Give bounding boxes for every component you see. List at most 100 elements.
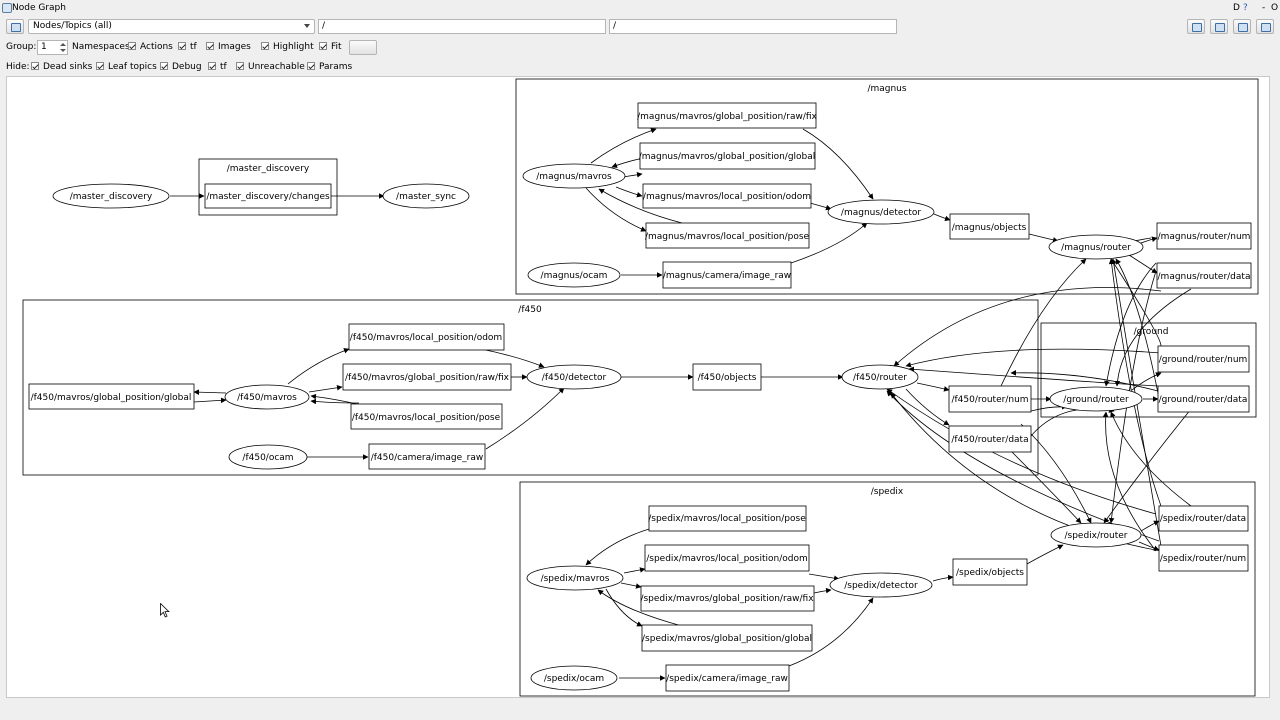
topic-magnus-global[interactable] <box>639 142 816 170</box>
topic-magnus-raw-fix[interactable] <box>637 102 817 129</box>
node-label: /spedix/router <box>1064 531 1127 541</box>
node-ground-router[interactable] <box>1049 386 1143 412</box>
edge <box>1020 423 1092 524</box>
node-spedix-router[interactable] <box>1050 522 1142 548</box>
window-title: Node Graph <box>12 3 66 13</box>
node-spedix-mavros[interactable] <box>526 565 624 591</box>
actions-checkbox[interactable]: Actions <box>128 42 173 52</box>
params-checkbox[interactable]: Params <box>307 62 352 72</box>
fit-in-view-button[interactable] <box>349 40 377 55</box>
topic-filter-input[interactable]: / <box>609 19 897 34</box>
node-spedix-ocam[interactable] <box>530 665 618 691</box>
edge <box>808 573 840 581</box>
edge <box>1104 262 1157 387</box>
cluster-label-spedix: /spedix <box>871 487 904 497</box>
topic-magnus-odom[interactable] <box>642 183 812 209</box>
tf-label: tf <box>190 42 197 52</box>
topic-label: /magnus/objects <box>952 223 1027 233</box>
topic-f450-router-data[interactable] <box>948 425 1032 453</box>
node-magnus-ocam[interactable] <box>527 262 621 288</box>
topic-f450-image-raw[interactable] <box>368 443 486 470</box>
topic-f450-router-num[interactable] <box>948 385 1032 413</box>
topic-ground-router-data[interactable] <box>1157 385 1250 413</box>
topic-master-discovery-changes[interactable] <box>204 183 332 209</box>
save-image-button[interactable] <box>1256 19 1274 34</box>
group-spinbox[interactable]: 1 <box>37 40 68 55</box>
edge <box>1010 450 1082 524</box>
load-dot-button[interactable] <box>1187 19 1205 34</box>
topic-f450-pose[interactable] <box>350 403 503 430</box>
topic-spedix-raw-fix[interactable] <box>640 585 815 612</box>
topic-label: /magnus/mavros/local_position/pose <box>645 232 810 242</box>
node-label: /master_discovery <box>70 192 153 202</box>
hide-tf-checkbox[interactable]: tf <box>208 62 227 72</box>
spin-up-icon[interactable] <box>60 43 66 46</box>
topic-magnus-pose[interactable] <box>645 222 810 249</box>
topic-spedix-odom[interactable] <box>644 544 810 572</box>
node-spedix-detector[interactable] <box>829 572 933 598</box>
edge <box>1030 403 1068 412</box>
node-f450-mavros[interactable] <box>224 384 310 410</box>
node-magnus-router[interactable] <box>1048 234 1144 260</box>
node-f450-ocam[interactable] <box>228 444 308 470</box>
save-dot-button[interactable] <box>1210 19 1228 34</box>
edge <box>1000 258 1087 387</box>
edge <box>809 202 832 211</box>
unreachable-checkbox[interactable]: Unreachable <box>236 62 305 72</box>
spin-down-icon[interactable] <box>60 49 66 52</box>
topic-f450-odom[interactable] <box>348 323 505 351</box>
graph-canvas[interactable]: /master_discovery /magnus /f450 /ground … <box>6 76 1270 698</box>
topic-label: /magnus/router/num <box>1158 232 1251 242</box>
topic-spedix-router-data[interactable] <box>1158 505 1249 532</box>
topic-spedix-objects[interactable] <box>952 558 1028 586</box>
edge <box>1115 258 1162 410</box>
leaf-topics-checkbox[interactable]: Leaf topics <box>96 62 157 72</box>
topic-label: /f450/mavros/global_position/raw/fix <box>345 373 510 383</box>
topic-label: /magnus/camera/image_raw <box>663 271 791 281</box>
node-filter-input[interactable]: / <box>318 19 606 34</box>
graph-mode-select[interactable]: Nodes/Topics (all) <box>28 19 315 34</box>
topic-ground-router-num[interactable] <box>1157 345 1250 373</box>
debug-checkbox[interactable]: Debug <box>160 62 202 72</box>
edge <box>1110 258 1162 347</box>
unreachable-label: Unreachable <box>248 62 305 72</box>
images-checkbox[interactable]: Images <box>206 42 251 52</box>
dead-sinks-checkbox[interactable]: Dead sinks <box>31 62 92 72</box>
node-master-discovery[interactable] <box>52 183 170 209</box>
help-button[interactable]: ? <box>1243 3 1248 13</box>
edge <box>1128 254 1158 274</box>
edge <box>1140 236 1158 244</box>
topic-spedix-global[interactable] <box>641 624 813 652</box>
node-master-sync[interactable] <box>382 183 470 209</box>
node-magnus-detector[interactable] <box>827 199 935 225</box>
graph-svg: /master_discovery /magnus /f450 /ground … <box>22 78 1259 697</box>
topic-spedix-pose[interactable] <box>648 505 807 532</box>
topic-magnus-image-raw[interactable] <box>662 261 792 289</box>
topic-magnus-router-data[interactable] <box>1156 262 1252 289</box>
topic-f450-objects[interactable] <box>692 363 762 391</box>
edge <box>933 213 951 222</box>
topic-f450-raw-fix[interactable] <box>342 363 512 391</box>
dock-button[interactable]: D <box>1233 3 1240 13</box>
node-magnus-mavros[interactable] <box>522 163 626 189</box>
options-button[interactable]: O <box>1271 3 1279 13</box>
topic-spedix-router-num[interactable] <box>1158 544 1249 572</box>
topic-magnus-router-num[interactable] <box>1156 222 1252 250</box>
minimize-button[interactable]: - <box>1262 3 1266 13</box>
checkmark-icon <box>307 62 315 70</box>
edge <box>622 172 643 178</box>
save-svg-button[interactable] <box>1233 19 1251 34</box>
node-label: /magnus/detector <box>841 208 921 218</box>
edge <box>1138 541 1160 551</box>
fit-checkbox[interactable]: Fit <box>319 42 342 52</box>
topic-label: /f450/objects <box>698 373 757 383</box>
topic-f450-global[interactable] <box>28 383 195 410</box>
topic-spedix-image-raw[interactable] <box>665 664 790 692</box>
refresh-button[interactable] <box>6 19 24 34</box>
node-f450-router[interactable] <box>841 364 919 390</box>
tf-checkbox[interactable]: tf <box>178 42 197 52</box>
topic-magnus-objects[interactable] <box>949 213 1030 240</box>
edge <box>623 567 646 574</box>
highlight-checkbox[interactable]: Highlight <box>261 42 314 52</box>
node-f450-detector[interactable] <box>526 364 622 390</box>
